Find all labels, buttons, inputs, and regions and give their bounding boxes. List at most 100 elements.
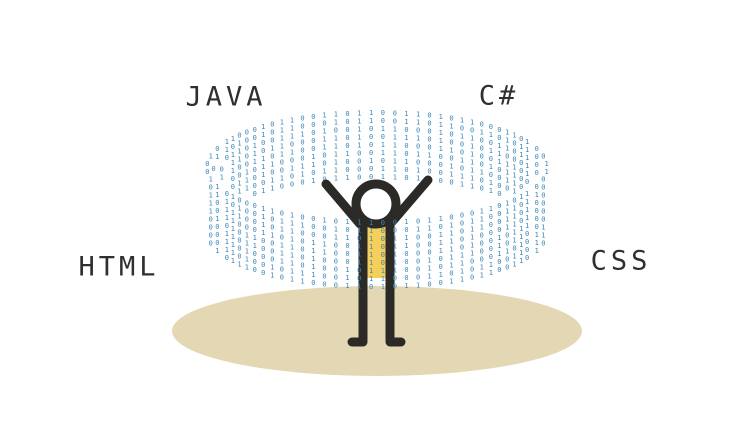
- binary-digit: 1: [489, 147, 493, 155]
- binary-digit: 1: [449, 253, 453, 261]
- binary-digit: 0: [497, 258, 501, 266]
- binary-digit: 0: [280, 266, 284, 274]
- binary-digit: 0: [470, 126, 474, 134]
- binary-digit: 1: [322, 136, 326, 144]
- binary-digit: 0: [535, 207, 539, 215]
- binary-digit: 1: [209, 153, 213, 161]
- binary-digit: 0: [253, 190, 257, 198]
- binary-digit: 1: [237, 180, 241, 188]
- binary-digit: 1: [525, 190, 529, 198]
- binary-digit: 1: [449, 277, 453, 285]
- binary-digit: 0: [541, 199, 545, 207]
- binary-digit: 1: [237, 148, 241, 156]
- binary-digit: 1: [357, 283, 361, 291]
- binary-digit: 0: [393, 109, 397, 117]
- binary-digit: 0: [512, 148, 516, 156]
- binary-digit: 1: [439, 137, 443, 145]
- binary-digit: 1: [449, 245, 453, 253]
- binary-digit: 1: [290, 260, 294, 268]
- binary-digit: 1: [535, 191, 539, 199]
- binary-digit: 1: [245, 185, 249, 193]
- binary-digit: 0: [404, 166, 408, 174]
- binary-digit: 1: [345, 174, 349, 182]
- binary-digit: 0: [253, 126, 257, 134]
- binary-digit: 0: [489, 139, 493, 147]
- binary-digit: 0: [225, 254, 229, 262]
- binary-digit: 0: [460, 124, 464, 132]
- binary-digit: 1: [231, 217, 235, 225]
- binary-digit: 0: [460, 148, 464, 156]
- binary-digit: 1: [237, 212, 241, 220]
- binary-digit: 1: [261, 155, 265, 163]
- binary-digit: 1: [334, 175, 338, 183]
- binary-digit: 1: [381, 173, 385, 181]
- binary-digit: 0: [311, 169, 315, 177]
- binary-digit: 1: [505, 207, 509, 215]
- binary-digit: 1: [270, 161, 274, 169]
- binary-digit: 0: [369, 125, 373, 133]
- binary-digit: 0: [470, 266, 474, 274]
- binary-digit: 0: [253, 166, 257, 174]
- binary-digit: 1: [261, 205, 265, 213]
- binary-digit: 1: [357, 243, 361, 251]
- label-csharp: C#: [478, 80, 520, 112]
- binary-digit: 1: [416, 281, 420, 289]
- binary-digit: 0: [505, 255, 509, 263]
- binary-digit: 0: [381, 219, 385, 227]
- binary-digit: 0: [245, 199, 249, 207]
- binary-digit: 0: [225, 222, 229, 230]
- binary-digit: 0: [489, 123, 493, 131]
- binary-digit: 0: [416, 257, 420, 265]
- binary-digit: 1: [449, 261, 453, 269]
- binary-digit: 0: [416, 217, 420, 225]
- binary-digit: 1: [290, 228, 294, 236]
- binary-digit: 0: [480, 247, 484, 255]
- binary-digit: 1: [497, 158, 501, 166]
- binary-digit: 0: [357, 173, 361, 181]
- binary-digit: 1: [404, 234, 408, 242]
- binary-digit: 0: [404, 258, 408, 266]
- binary-digit: 0: [270, 153, 274, 161]
- binary-digit: 0: [489, 229, 493, 237]
- binary-digit: 0: [541, 183, 545, 191]
- binary-digit: 0: [519, 175, 523, 183]
- binary-digit: 1: [470, 134, 474, 142]
- binary-digit: 0: [480, 177, 484, 185]
- binary-digit: 1: [231, 209, 235, 217]
- binary-digit: 1: [231, 193, 235, 201]
- binary-ring-front: 1001101011000110100111010010110001011001…: [205, 168, 548, 291]
- binary-digit: 1: [300, 163, 304, 171]
- binary-digit: 1: [280, 258, 284, 266]
- binary-digit: 1: [512, 172, 516, 180]
- binary-digit: 1: [460, 116, 464, 124]
- binary-digit: 1: [525, 206, 529, 214]
- binary-digit: 1: [381, 275, 385, 283]
- binary-digit: 1: [300, 131, 304, 139]
- binary-digit: 0: [237, 244, 241, 252]
- binary-digit: 1: [270, 145, 274, 153]
- binary-digit: 0: [404, 250, 408, 258]
- binary-digit: 0: [280, 182, 284, 190]
- binary-digit: 0: [497, 126, 501, 134]
- binary-digit: 1: [357, 251, 361, 259]
- binary-digit: 0: [439, 279, 443, 287]
- binary-digit: 0: [512, 244, 516, 252]
- binary-digit: 1: [290, 132, 294, 140]
- binary-digit: 1: [393, 125, 397, 133]
- binary-digit: 0: [311, 223, 315, 231]
- binary-digit: 0: [245, 137, 249, 145]
- binary-digit: 0: [345, 250, 349, 258]
- binary-digit: 1: [489, 131, 493, 139]
- binary-digit: 0: [525, 254, 529, 262]
- binary-digit: 1: [253, 242, 257, 250]
- binary-digit: 1: [404, 134, 408, 142]
- binary-digit: 1: [460, 172, 464, 180]
- binary-digit: 0: [480, 231, 484, 239]
- binary-digit: 0: [512, 196, 516, 204]
- binary-digit: 0: [357, 157, 361, 165]
- binary-digit: 0: [237, 172, 241, 180]
- binary-digit: 1: [512, 164, 516, 172]
- binary-digit: 0: [489, 155, 493, 163]
- binary-digit: 1: [449, 147, 453, 155]
